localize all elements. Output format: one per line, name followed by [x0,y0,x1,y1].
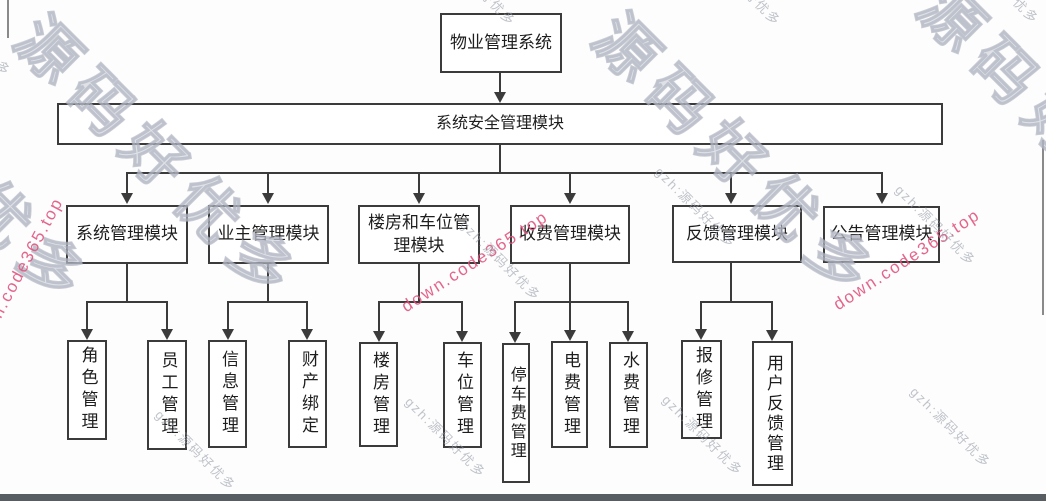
node-parking-space-management: 车位管理 [443,342,482,448]
node-role-management: 角色管理 [67,340,107,440]
arrowhead-c22 [301,329,313,340]
connector-security-stem [499,145,501,173]
arrowhead-m2 [262,193,274,204]
node-parking-fee-management: 停车费管理 [502,343,530,483]
node-feedback-module: 反馈管理模块 [672,205,802,263]
connector-m1-bus [86,301,168,303]
arrowhead-m3 [413,193,425,204]
arrowhead-c52 [766,330,778,341]
watermark-brand-large: 源码好优多 [0,8,107,323]
watermark-wechat: gzh:源码好优多 [907,384,994,471]
connector-stem-c52 [771,302,773,331]
arrowhead-c41 [509,332,521,343]
connector-stem-c31 [378,302,380,331]
connector-m4-stem [569,264,571,331]
node-security-module: 系统安全管理模块 [57,103,943,145]
connector-stem-m2 [267,173,269,194]
arrowhead-m5 [725,193,737,204]
arrowhead-m1 [121,193,133,204]
connector-stem-m6 [881,173,883,194]
node-user-feedback-management: 用户反馈管理 [752,341,793,486]
connector-stem-c41 [514,302,516,332]
arrowhead-c31 [373,331,385,342]
arrowhead-c11 [81,329,93,340]
arrowhead-c43 [622,331,634,342]
connector-stem-c11 [86,302,88,330]
node-building-parking-module: 楼房和车位管理模块 [358,205,480,264]
connector-stem-m1 [126,173,128,194]
connector-m5-stem [730,263,732,302]
connector-root-security [499,73,501,94]
connector-stem-c22 [306,302,308,330]
connector-m4-bus [514,301,629,303]
node-system-module: 系统管理模块 [66,205,188,264]
arrowhead-security [494,92,506,103]
connector-m2-stem [267,264,269,302]
watermark-wechat: gzh:源码好优多 [697,0,787,30]
node-property-binding: 财产绑定 [288,340,327,448]
watermark-brand-large: 源码好优多 [578,1,894,316]
arrowhead-m6 [876,193,888,204]
arrowhead-c21 [222,329,234,340]
connector-stem-m3 [418,173,420,194]
connector-m3-stem [418,264,420,302]
node-building-management: 楼房管理 [359,342,398,447]
connector-stem-c43 [627,302,629,331]
arrowhead-m4 [564,193,576,204]
connector-m5-bus [700,301,773,303]
connector-m1-stem [126,264,128,302]
connector-stem-c32 [461,302,463,331]
connector-m2-bus [227,301,308,303]
watermark-brand-large: 源码好优多 [0,3,316,318]
node-owner-module: 业主管理模块 [208,205,329,264]
arrowhead-c12 [161,329,173,340]
connector-m3-bus [378,301,463,303]
right-edge-line [1042,140,1044,315]
node-announcement-module: 公告管理模块 [823,206,940,263]
node-water-fee-management: 水费管理 [609,342,648,448]
connector-stem-m5 [730,173,732,194]
bottom-bar [0,494,1046,501]
node-fee-module: 收费管理模块 [510,205,630,264]
watermark-site-url: down.code365.top [0,194,68,354]
connector-stem-c12 [166,302,168,330]
connector-stem-m4 [569,173,571,194]
arrowhead-c42 [564,330,576,341]
connector-stem-c51 [700,302,702,330]
arrowhead-c51 [695,329,707,340]
node-info-management: 信息管理 [208,340,247,448]
arrowhead-c32 [456,331,468,342]
node-employee-management: 员工管理 [147,340,187,450]
node-repair-management: 报修管理 [681,340,722,439]
connector-modules-bus [126,172,883,174]
node-root: 物业管理系统 [440,13,562,73]
node-electricity-fee-management: 电费管理 [551,341,588,448]
connector-stem-c21 [227,302,229,330]
watermark-wechat: gzh:源码好优多 [955,0,1045,28]
left-edge-line [7,0,9,38]
